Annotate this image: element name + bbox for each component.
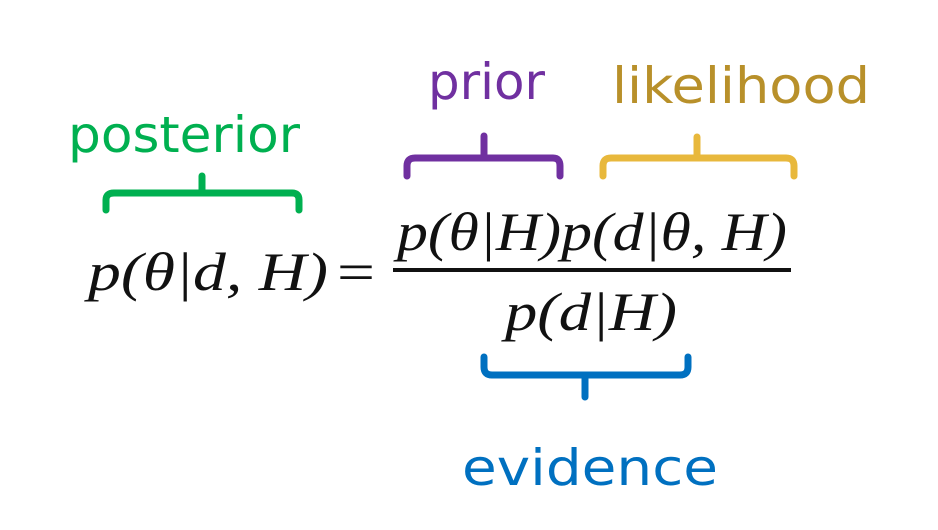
evidence-label: evidence — [462, 439, 718, 497]
equals-sign: = — [337, 242, 375, 302]
posterior-expression: p(θ|d, H) — [83, 242, 328, 302]
prior-brace — [403, 132, 564, 180]
denominator-expression: p(d|H) — [500, 282, 677, 342]
posterior-brace — [102, 172, 303, 214]
likelihood-brace — [599, 133, 798, 180]
likelihood-label: likelihood — [612, 57, 870, 115]
posterior-label: posterior — [68, 106, 300, 164]
fraction-bar — [393, 268, 791, 272]
prior-label: prior — [428, 53, 545, 111]
numerator-expression: p(θ|H)p(d|θ, H) — [392, 202, 787, 262]
evidence-brace — [480, 353, 692, 401]
